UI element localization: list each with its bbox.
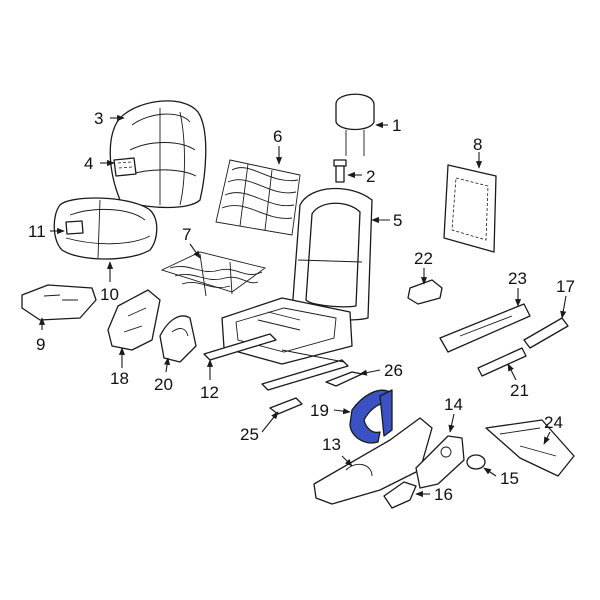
part-6-spring-mat[interactable]: [215, 159, 301, 236]
part-26-plate[interactable]: [325, 371, 363, 387]
part-16-lever-cap[interactable]: [383, 481, 417, 509]
callout-22[interactable]: 22: [414, 249, 433, 268]
leader-lines: [38, 114, 567, 498]
callout-25[interactable]: 25: [240, 425, 259, 444]
part-4-pad[interactable]: [113, 157, 137, 177]
callout-24[interactable]: 24: [544, 413, 563, 432]
part-20-hinge-cover[interactable]: [159, 315, 197, 363]
part-1-headrest[interactable]: [335, 93, 375, 156]
callout-14[interactable]: 14: [444, 395, 463, 414]
callout-1[interactable]: 1: [392, 116, 401, 135]
part-14-recliner-cover[interactable]: [415, 435, 465, 489]
part-5-seatback-frame[interactable]: [291, 187, 373, 321]
part-12-seat-track[interactable]: [203, 333, 349, 391]
callout-18[interactable]: 18: [110, 369, 129, 388]
leader-20: [163, 357, 171, 373]
callout-4[interactable]: 4: [84, 154, 93, 173]
callout-10[interactable]: 10: [100, 285, 119, 304]
part-24-base-bracket[interactable]: [485, 419, 575, 477]
part-25-plate[interactable]: [269, 397, 303, 415]
leader-26: [359, 369, 381, 376]
part-2-guide[interactable]: [333, 159, 347, 183]
callout-11[interactable]: 11: [28, 222, 46, 241]
leader-25: [261, 411, 279, 433]
callout-8[interactable]: 8: [473, 135, 482, 154]
part-18-bracket[interactable]: [107, 289, 161, 351]
leader-21: [507, 363, 517, 381]
callout-labels: 1 2 3 4 5 6 7 8 9 10 11 12 13 14 15 16 1…: [28, 109, 575, 504]
callout-26[interactable]: 26: [384, 361, 403, 380]
callout-13[interactable]: 13: [322, 435, 341, 454]
leader-24: [543, 431, 551, 445]
part-17-lever[interactable]: [523, 317, 569, 349]
leader-15: [483, 467, 497, 477]
part-21-rail[interactable]: [477, 347, 527, 377]
callout-17[interactable]: 17: [556, 277, 575, 296]
leader-17: [560, 295, 567, 319]
part-8-back-panel[interactable]: [443, 164, 497, 253]
callout-3[interactable]: 3: [94, 109, 103, 128]
cushion-frame: [221, 297, 353, 365]
callout-20[interactable]: 20: [154, 375, 173, 394]
part-15-knob[interactable]: [466, 454, 486, 470]
callout-9[interactable]: 9: [36, 335, 45, 354]
leader-14: [448, 413, 455, 433]
part-22-clip[interactable]: [407, 279, 443, 305]
callout-2[interactable]: 2: [366, 167, 375, 186]
part-19-hinge-cover-highlight[interactable]: [349, 389, 393, 444]
callout-7[interactable]: 7: [182, 225, 191, 244]
leader-7: [189, 243, 201, 259]
callout-23[interactable]: 23: [508, 269, 527, 288]
callout-19[interactable]: 19: [310, 401, 329, 420]
callout-15[interactable]: 15: [500, 469, 519, 488]
callout-5[interactable]: 5: [393, 211, 402, 230]
part-11-pad: [65, 220, 84, 235]
callout-16[interactable]: 16: [434, 485, 453, 504]
leader-19: [333, 408, 351, 415]
part-9-pad-panel[interactable]: [21, 284, 97, 321]
callout-21[interactable]: 21: [510, 381, 529, 400]
part-7-cushion-spring[interactable]: [160, 251, 267, 297]
part-3-seatback-cover[interactable]: [109, 100, 207, 209]
part-23-rail-bracket[interactable]: [439, 303, 531, 353]
leader-13: [341, 455, 353, 467]
callout-6[interactable]: 6: [273, 127, 282, 146]
callout-12[interactable]: 12: [200, 383, 219, 402]
part-11-cushion-cover[interactable]: [53, 197, 158, 260]
